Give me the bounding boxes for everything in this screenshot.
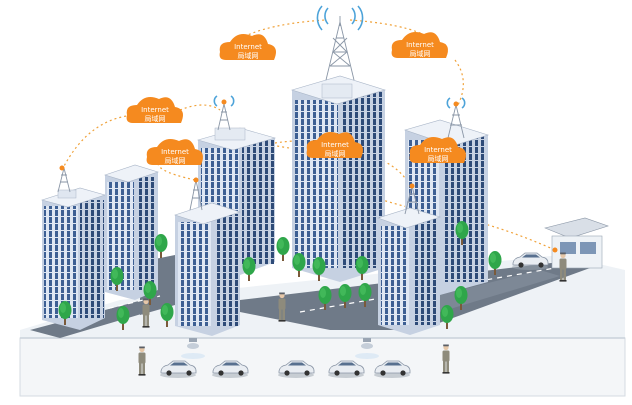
tree-icon (292, 253, 306, 277)
building-front-right (377, 207, 442, 335)
building-central-tower (290, 75, 387, 282)
cell-tower-icon (57, 167, 71, 193)
tree-icon (276, 237, 290, 261)
tree-icon (242, 257, 256, 281)
cloud-labels: Internet局域网Internet局域网Internet局域网Interne… (126, 32, 466, 165)
link-nodes (59, 99, 558, 253)
garage-cameras (181, 338, 379, 359)
camera-icon (181, 338, 205, 359)
cloud-label-internet: Internet (141, 106, 169, 114)
cloud-label-internet: Internet (424, 146, 452, 154)
cloud-label-lan: 局域网 (238, 51, 259, 60)
cloud-label-internet: Internet (406, 41, 434, 49)
cell-tower-icon (217, 103, 231, 131)
cloud-label-lan: 局域网 (428, 154, 449, 163)
camera-icon (355, 338, 379, 359)
building-front-left (174, 202, 241, 336)
building-far-left (40, 187, 107, 330)
cloud-label-lan: 局域网 (410, 49, 431, 58)
building-left (104, 164, 159, 300)
cloud-label-lan: 局域网 (325, 149, 346, 158)
wifi-signal-icon (213, 5, 466, 109)
cloud-label-internet: Internet (234, 43, 262, 51)
cloud-label-lan: 局域网 (145, 114, 166, 123)
cloud-label-lan: 局域网 (165, 156, 186, 165)
cloud-label-internet: Internet (321, 141, 349, 149)
gatehouse-icon (544, 217, 609, 269)
tree-icon (312, 257, 326, 281)
cell-tower-icon (325, 16, 355, 81)
car-icon (511, 252, 549, 270)
cloud-label-internet: Internet (161, 148, 189, 156)
